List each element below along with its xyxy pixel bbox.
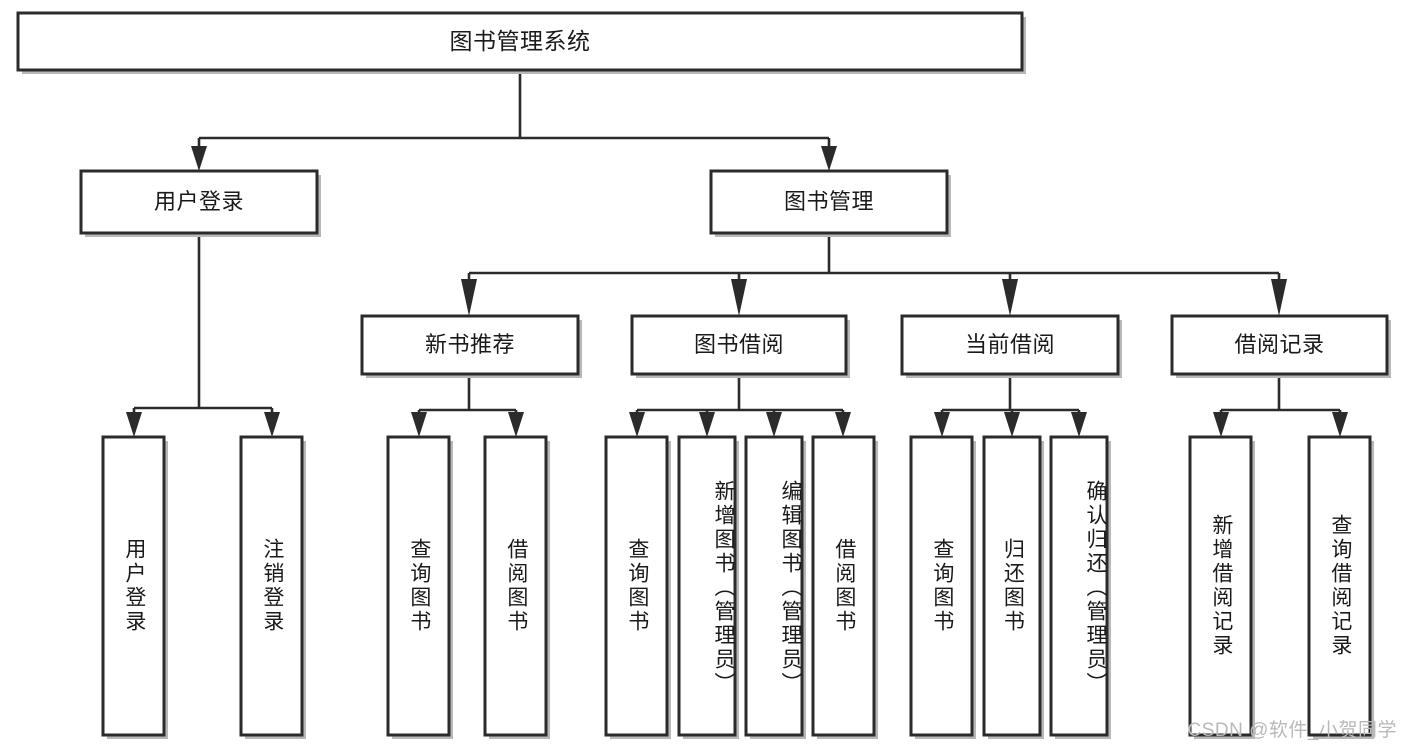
arrow-to-leaf-edit-book	[766, 412, 782, 437]
node-box-leaf-query-book-b[interactable]	[604, 435, 669, 737]
node-box-leaf-return-book[interactable]	[982, 435, 1042, 737]
connector-group-root	[191, 70, 837, 171]
csdn-watermark: CSDN @软件_小贺同学	[1187, 720, 1397, 741]
arrow-to-leaf-query-book-a	[411, 412, 427, 437]
node-box-book-borrow[interactable]	[630, 314, 848, 376]
node-box-user-login[interactable]	[79, 169, 319, 235]
node-box-root[interactable]	[16, 11, 1024, 72]
node-box-current-borrow[interactable]	[900, 314, 1120, 376]
node-box-leaf-query-record[interactable]	[1307, 435, 1372, 737]
node-box-leaf-add-book[interactable]	[677, 435, 737, 737]
node-box-leaf-add-record[interactable]	[1188, 435, 1253, 737]
node-boxes	[16, 11, 1391, 739]
arrow-to-leaf-logout	[264, 412, 280, 437]
arrow-to-leaf-query-book-c	[934, 412, 950, 437]
arrow-to-leaf-borrow-book-a	[508, 412, 524, 437]
arrow-to-leaf-add-book	[699, 412, 715, 437]
connector-group-current-borrow	[934, 374, 1087, 437]
node-box-leaf-confirm-return[interactable]	[1049, 435, 1109, 737]
arrow-to-borrow-record	[1271, 279, 1287, 316]
arrow-to-leaf-confirm-return	[1071, 412, 1087, 437]
connector-group-borrow-record	[1213, 374, 1348, 437]
node-box-borrow-record[interactable]	[1170, 314, 1389, 376]
node-box-leaf-borrow-book-a[interactable]	[483, 435, 548, 737]
arrow-to-new-book-rec	[461, 279, 477, 316]
arrow-root-to-book-mgmt	[821, 146, 837, 171]
connector-group-user-login	[126, 233, 280, 437]
node-box-book-mgmt[interactable]	[709, 169, 949, 235]
node-box-new-book-rec[interactable]	[360, 314, 580, 376]
arrow-to-book-borrow	[731, 279, 747, 316]
connector-group-new-book-rec	[411, 374, 524, 437]
arrow-to-leaf-query-record	[1332, 412, 1348, 437]
node-box-leaf-edit-book[interactable]	[744, 435, 804, 737]
connector-group-book-borrow	[629, 374, 851, 437]
arrow-to-leaf-user-login	[126, 412, 142, 437]
node-box-leaf-query-book-c[interactable]	[909, 435, 974, 737]
node-box-leaf-user-login[interactable]	[101, 435, 166, 737]
arrow-to-leaf-add-record	[1213, 412, 1229, 437]
arrow-to-leaf-borrow-book-b	[835, 412, 851, 437]
node-box-leaf-borrow-book-b[interactable]	[811, 435, 876, 737]
connector-group-book-mgmt	[461, 233, 1287, 316]
arrow-to-leaf-return-book	[1004, 412, 1020, 437]
node-box-leaf-query-book-a[interactable]	[386, 435, 451, 737]
arrow-to-current-borrow	[1002, 279, 1018, 316]
arrow-to-leaf-query-book-b	[629, 412, 645, 437]
node-box-leaf-logout[interactable]	[239, 435, 304, 737]
arrow-root-to-user-login	[191, 146, 207, 171]
